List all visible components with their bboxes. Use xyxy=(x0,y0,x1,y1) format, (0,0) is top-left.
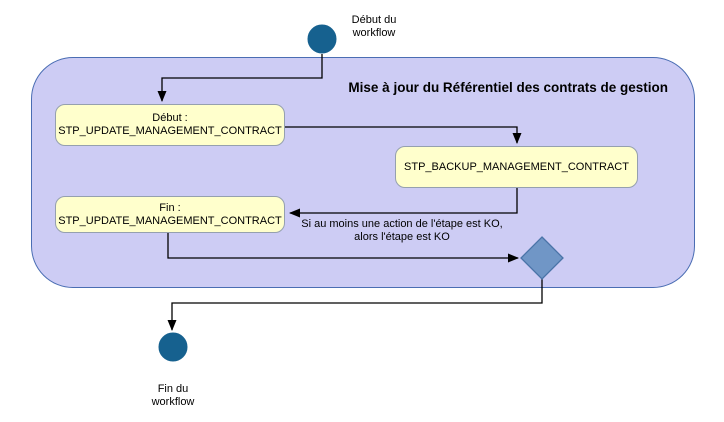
step-update-contract-end: Fin : STP_UPDATE_MANAGEMENT_CONTRACT xyxy=(55,196,285,233)
start-node-label: Début du workflow xyxy=(338,14,410,40)
edge-note-line1: Si au moins une action de l'étape est KO… xyxy=(301,218,503,230)
end-label-line1: Fin du xyxy=(157,383,189,395)
step-update-end-line2: STP_UPDATE_MANAGEMENT_CONTRACT xyxy=(58,214,282,227)
edge-note-line2: alors l'étape est KO xyxy=(354,231,450,243)
step-update-end-line1: Fin : xyxy=(159,201,181,214)
start-node-icon xyxy=(307,24,337,54)
end-node-icon xyxy=(158,332,188,362)
step-update-start-line1: Début : xyxy=(152,112,188,124)
activity-title: Mise à jour du Référentiel des contrats … xyxy=(348,80,668,95)
step-update-start-line2: STP_UPDATE_MANAGEMENT_CONTRACT xyxy=(58,125,282,137)
edge-condition-note: Si au moins une action de l'étape est KO… xyxy=(285,218,519,244)
start-label-line2: workflow xyxy=(352,27,396,39)
step-update-contract-start: Début : STP_UPDATE_MANAGEMENT_CONTRACT xyxy=(55,104,285,146)
step-backup-contract: STP_BACKUP_MANAGEMENT_CONTRACT xyxy=(395,146,638,188)
end-label-line2: workflow xyxy=(151,396,195,408)
step-backup-line1: STP_BACKUP_MANAGEMENT_CONTRACT xyxy=(404,160,629,173)
start-label-line1: Début du xyxy=(351,14,397,26)
end-node-label: Fin du workflow xyxy=(137,383,209,409)
